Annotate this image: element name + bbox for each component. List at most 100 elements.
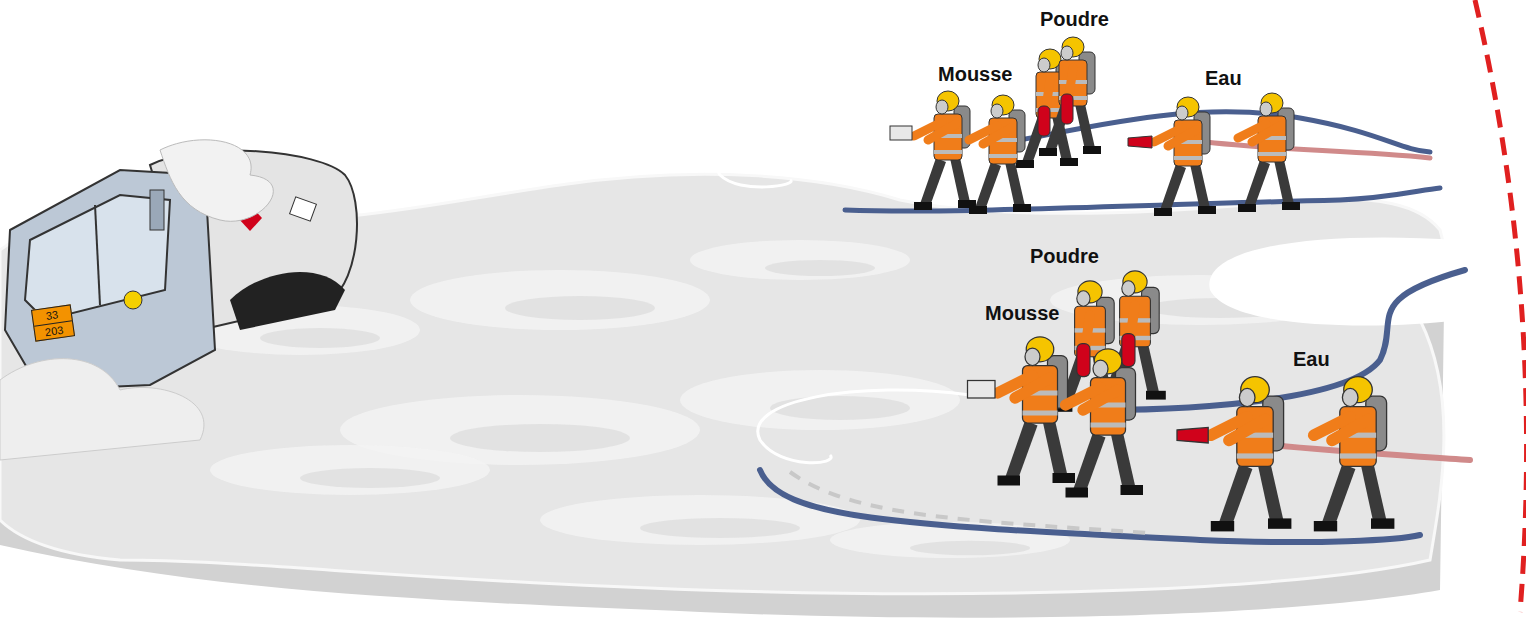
reflective-stripe <box>1023 411 1058 416</box>
arm <box>1015 378 1050 398</box>
leg <box>1075 104 1095 150</box>
hose-dash <box>790 472 1150 533</box>
mask <box>1077 291 1090 306</box>
agent-label: Mousse <box>985 302 1059 325</box>
truck-cab <box>5 170 215 390</box>
foam-gap <box>1209 237 1460 325</box>
hazard-code: 33 <box>32 306 72 327</box>
leg <box>1043 421 1068 479</box>
foam-swirl <box>640 518 800 538</box>
agent-label: Eau <box>1205 67 1242 90</box>
firefighter <box>969 95 1031 214</box>
foam-on-truck <box>0 359 204 460</box>
leg <box>920 158 946 206</box>
boot <box>969 206 987 214</box>
firefighter <box>968 337 1076 486</box>
leg <box>1111 433 1136 491</box>
firefighter <box>1177 377 1291 532</box>
boot <box>914 202 932 210</box>
leg <box>1219 464 1253 526</box>
mask <box>1176 106 1188 120</box>
arm <box>1252 126 1280 142</box>
foam-swirl <box>910 541 1030 555</box>
foam-swirl <box>410 270 710 330</box>
firefighter <box>1016 49 1078 168</box>
boot <box>1066 488 1089 498</box>
hose <box>760 470 1420 542</box>
agent-label: Poudre <box>1040 8 1109 31</box>
foam-swirl <box>765 260 875 276</box>
boot <box>1121 485 1144 495</box>
arm <box>1332 420 1368 441</box>
leg <box>1258 464 1284 524</box>
reflective-stripe <box>1237 453 1273 458</box>
mask <box>1038 58 1050 72</box>
foam-swirl <box>210 445 490 495</box>
mask <box>1061 46 1073 60</box>
reflective-stripe <box>1091 423 1126 428</box>
boot <box>1238 204 1256 212</box>
foam-swirl <box>300 468 440 488</box>
foam-swirl <box>260 328 380 348</box>
agent-label: Mousse <box>938 63 1012 86</box>
extinguisher <box>1077 344 1090 377</box>
firefighter <box>1238 93 1300 212</box>
mask <box>1260 102 1272 116</box>
foam-jet <box>717 134 905 187</box>
leg <box>1274 160 1294 206</box>
hose <box>1100 270 1465 410</box>
boot <box>1039 148 1057 156</box>
water-nozzle <box>1177 427 1208 443</box>
arm <box>1229 420 1265 441</box>
foam-swirl <box>690 240 910 280</box>
firefighter <box>1314 377 1395 532</box>
arm <box>1168 130 1196 146</box>
arm <box>1046 80 1050 108</box>
leg <box>1005 162 1025 208</box>
mask <box>1093 360 1108 378</box>
boot <box>1282 202 1300 210</box>
hazard-plate: 33203 <box>31 304 75 341</box>
reflective-stripe <box>934 150 962 154</box>
mask <box>1122 281 1135 296</box>
boot <box>1211 521 1234 531</box>
foam-swirl <box>450 424 630 452</box>
leg <box>1005 421 1038 481</box>
safety-perimeter <box>1475 0 1526 612</box>
leg <box>1137 345 1159 396</box>
mask <box>1239 388 1255 406</box>
arm <box>1086 315 1090 346</box>
agent-label: Poudre <box>1030 245 1099 268</box>
leg <box>1160 164 1186 212</box>
firefighter <box>890 91 976 210</box>
reflective-stripe <box>1258 152 1286 156</box>
tank-underside <box>230 272 345 330</box>
foam-jet <box>758 390 970 463</box>
boot <box>1053 473 1076 483</box>
boot <box>1198 206 1216 214</box>
reflective-stripe <box>989 154 1017 158</box>
extinguisher <box>1061 94 1073 124</box>
windshield-pillar <box>95 205 100 305</box>
mask <box>936 100 948 114</box>
mask <box>1025 348 1040 366</box>
arm <box>928 124 956 140</box>
leg <box>975 162 1001 210</box>
arm <box>1131 305 1135 336</box>
extinguisher <box>1122 334 1135 367</box>
headlight <box>124 291 142 309</box>
leg <box>1244 160 1270 208</box>
reflective-stripe <box>1340 453 1376 458</box>
windshield <box>25 195 170 320</box>
leg <box>1322 464 1356 526</box>
firefighter <box>1128 97 1216 216</box>
boot <box>1016 160 1034 168</box>
foam-swirl <box>505 296 655 320</box>
boot <box>1154 208 1172 216</box>
agent-label: Eau <box>1293 348 1330 371</box>
leg <box>1073 433 1106 493</box>
boot <box>1371 518 1394 528</box>
mask <box>991 104 1003 118</box>
